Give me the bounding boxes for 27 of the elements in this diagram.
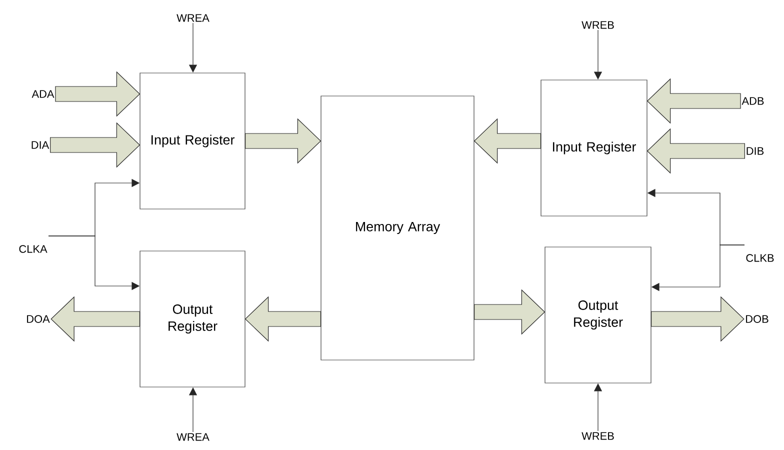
signal-label: WREA (176, 14, 210, 22)
block-arrow (646, 78, 741, 124)
signal-label: CLKB (746, 254, 774, 262)
block-arrow (55, 71, 140, 117)
signal-label: CLKA (19, 245, 48, 253)
memory-array-box: Memory Array (320, 96, 474, 360)
block-arrow (474, 118, 541, 164)
signal-label: WREB (582, 21, 614, 29)
signal-label: ADA (32, 90, 54, 98)
register-box: Input Register (540, 80, 648, 216)
signal-label: WREA (176, 433, 210, 441)
block-arrow (474, 289, 546, 335)
signal-label: ADB (742, 97, 764, 105)
signal-label: WREB (582, 432, 614, 440)
signal-label: DIA (32, 141, 50, 149)
block-arrow (50, 296, 140, 342)
block-arrow (50, 122, 140, 168)
block-arrow (245, 118, 322, 164)
signal-label: DOA (27, 315, 50, 323)
block-arrow (651, 296, 744, 342)
block-arrow (646, 128, 745, 174)
register-box: Output Register (544, 246, 652, 384)
signal-label: DOB (746, 315, 768, 323)
signal-label: DIB (746, 147, 764, 155)
block-arrow (244, 296, 321, 342)
register-box: Output Register (140, 250, 246, 388)
register-box: Input Register (140, 72, 246, 210)
